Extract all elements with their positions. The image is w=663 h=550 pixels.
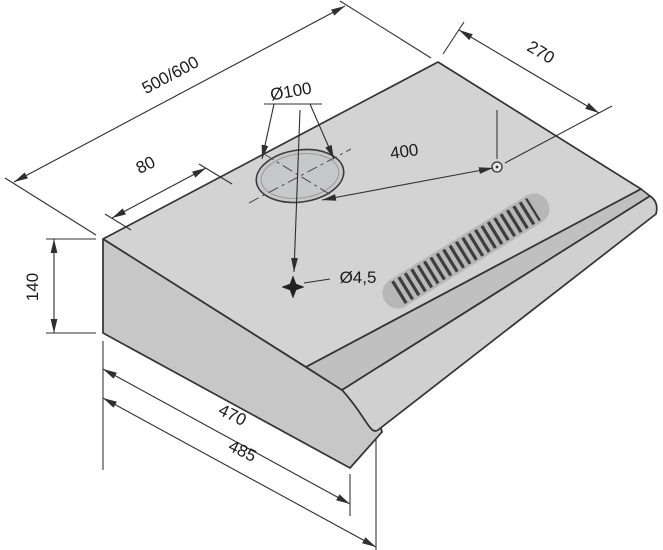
extension-line <box>198 163 233 185</box>
mounting-hole <box>491 161 503 173</box>
louver-band <box>382 193 550 309</box>
dim-label-400: 400 <box>389 140 420 163</box>
dim-label-screw-hole: Ø4,5 <box>340 268 377 287</box>
dim-label-80: 80 <box>133 152 158 177</box>
hood-body <box>102 61 658 469</box>
mounting-hole-center <box>495 165 499 169</box>
louver-grille <box>382 193 550 309</box>
leader-line <box>303 278 331 284</box>
dim-label-485: 485 <box>225 436 259 466</box>
dim-label-vent-diameter: Ø100 <box>269 79 313 105</box>
dim-label-270: 270 <box>524 37 558 68</box>
dimension-line <box>111 167 207 219</box>
extension-line <box>339 0 432 59</box>
leader-line <box>291 109 301 273</box>
screw-hole-marker <box>281 275 305 299</box>
dim-label-width: 500/600 <box>139 52 202 98</box>
dimension-line <box>13 5 346 183</box>
extension-line <box>504 105 613 164</box>
dimension-line <box>321 167 494 201</box>
extension-line <box>4 177 97 236</box>
dim-screw-hole: Ø4,5 <box>291 109 377 287</box>
extension-line <box>104 213 132 231</box>
leader-line <box>309 103 335 160</box>
dim-140: 140 <box>23 238 96 334</box>
dim-label-140: 140 <box>23 273 42 301</box>
dimension-line <box>102 397 377 548</box>
extension-line <box>442 21 465 55</box>
dimension-line <box>458 29 600 114</box>
leader-line <box>261 103 275 160</box>
dim-400: 400 <box>321 110 498 201</box>
